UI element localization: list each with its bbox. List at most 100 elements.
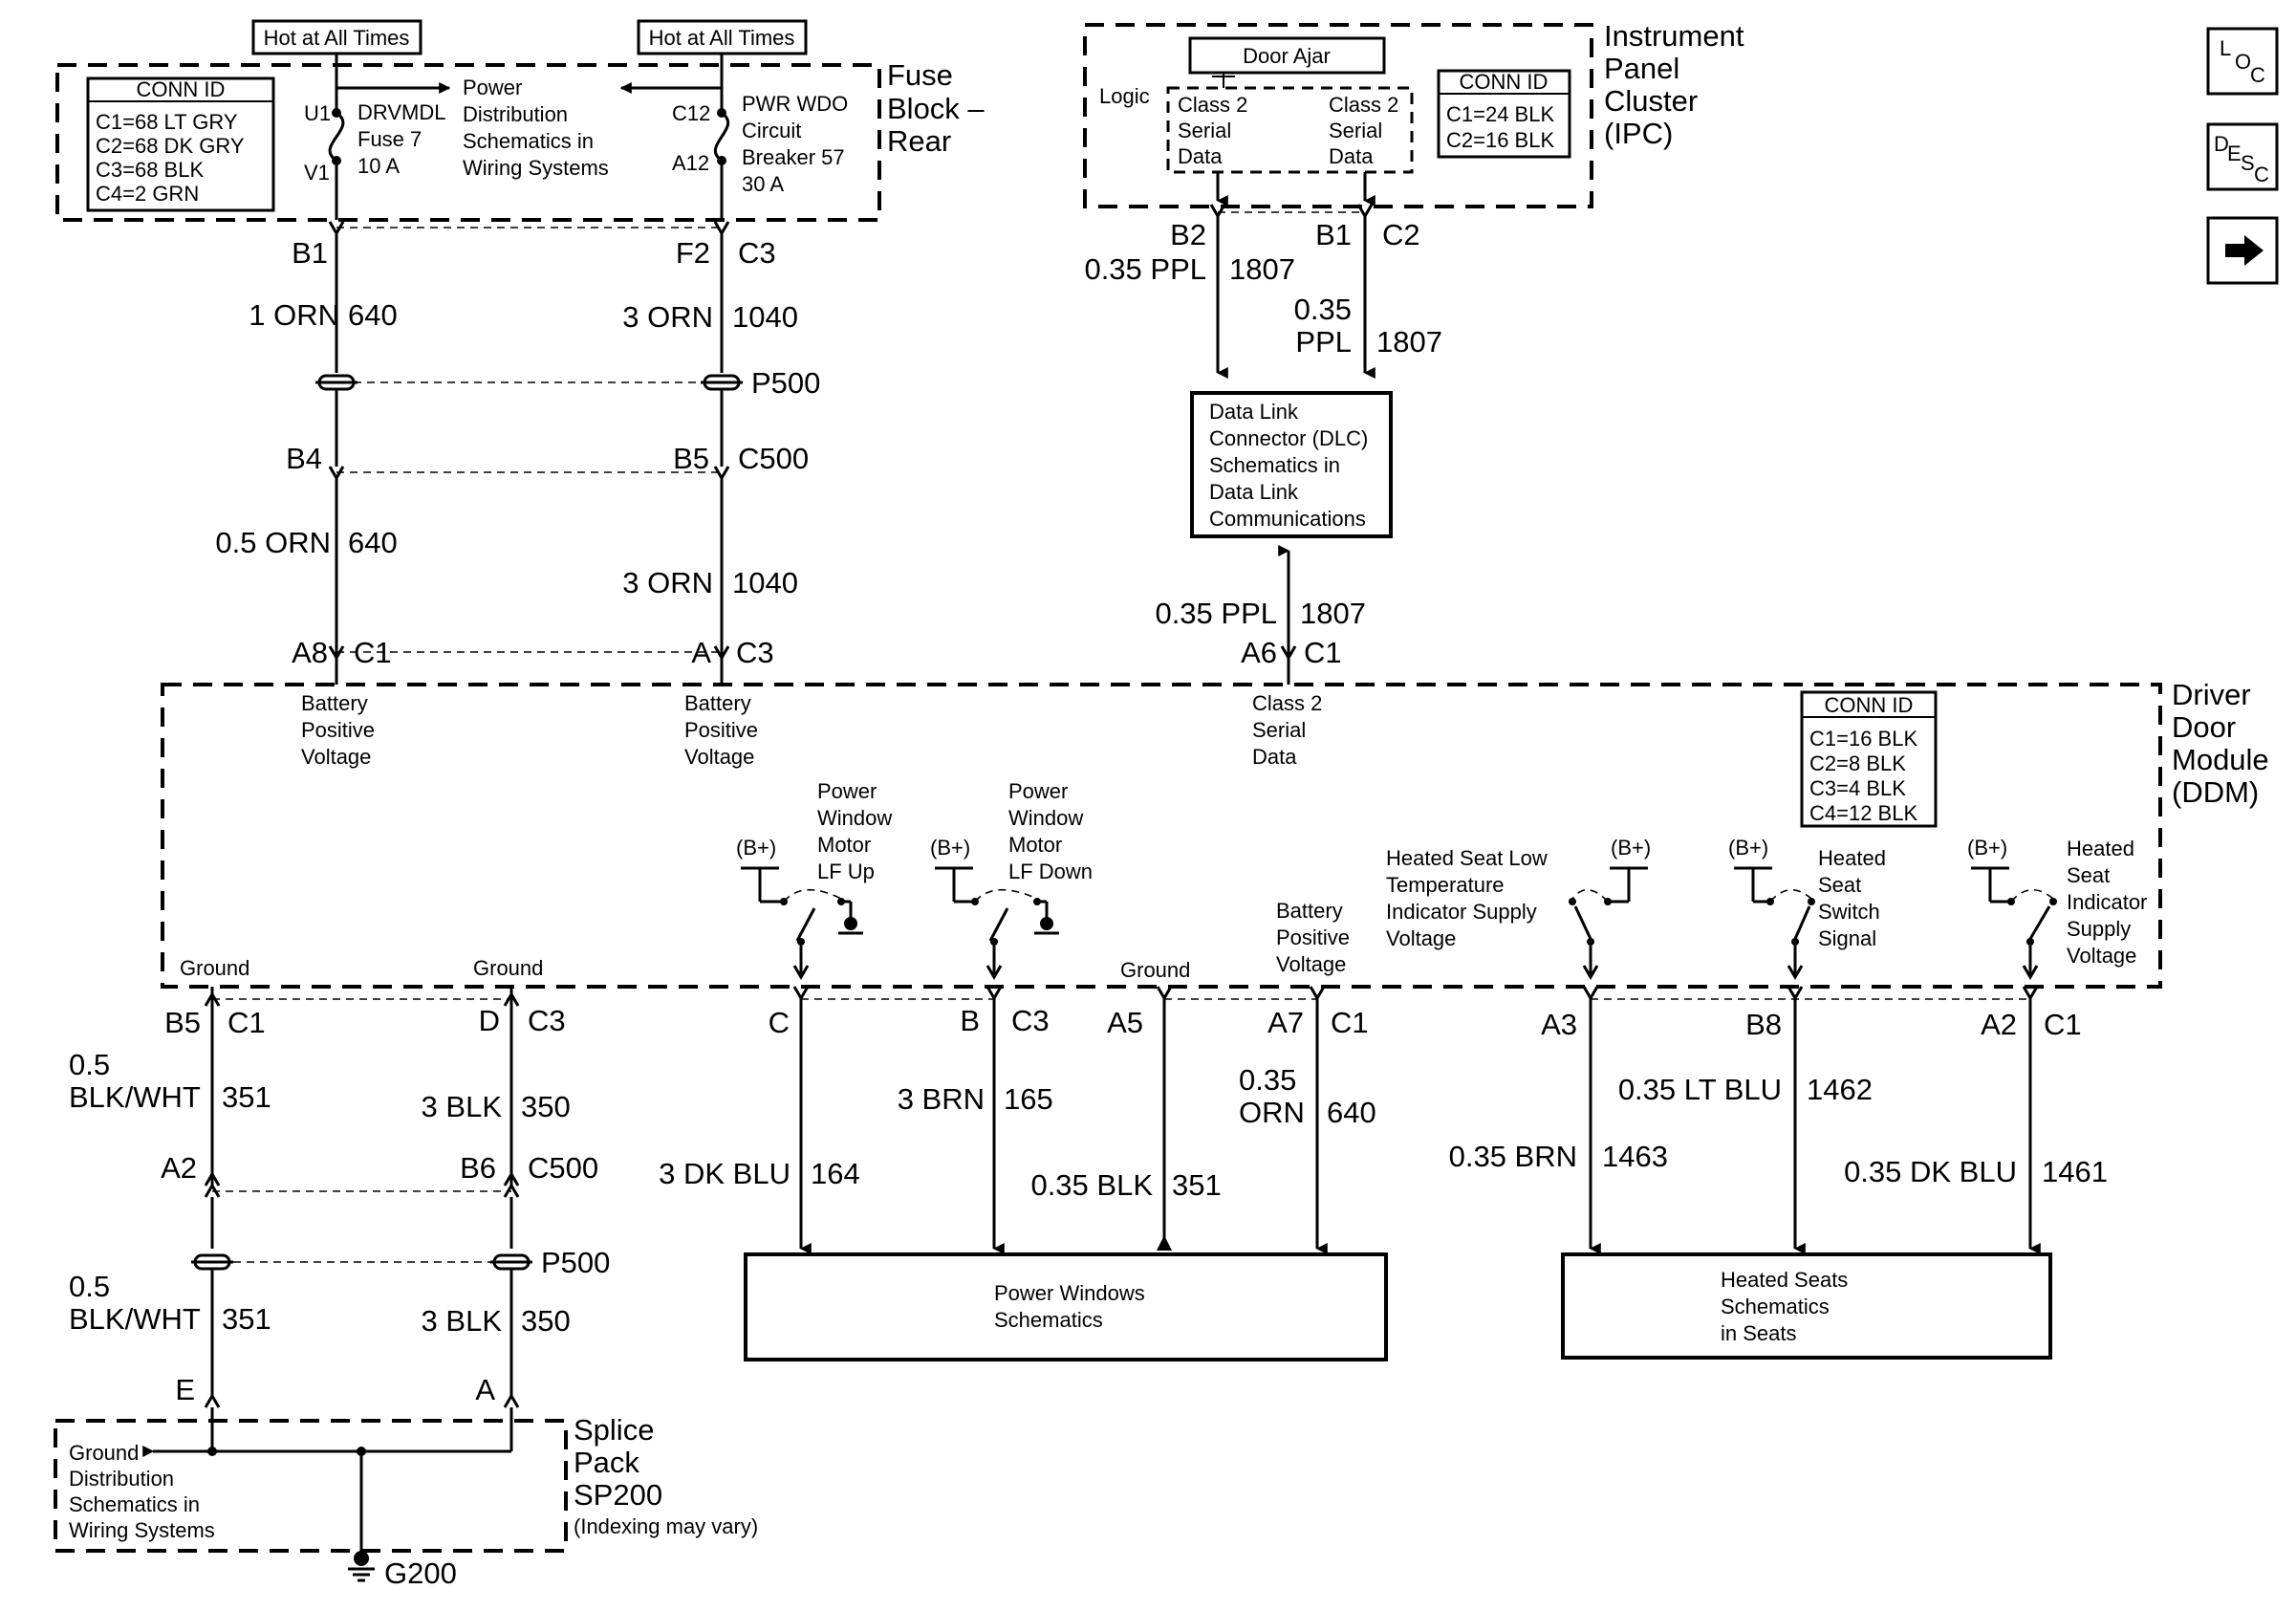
svg-text:10 A: 10 A bbox=[357, 154, 400, 178]
svg-text:CONN ID: CONN ID bbox=[137, 77, 226, 101]
svg-text:0.35 LT BLU: 0.35 LT BLU bbox=[1618, 1073, 1782, 1106]
hot-tag-right: Hot at All Times bbox=[637, 19, 808, 65]
svg-text:L: L bbox=[2220, 36, 2231, 60]
svg-text:C3: C3 bbox=[1011, 1004, 1050, 1037]
svg-text:Schematics in: Schematics in bbox=[1209, 453, 1340, 477]
svg-text:DRVMDL: DRVMDL bbox=[357, 100, 446, 124]
svg-text:3 DK BLU: 3 DK BLU bbox=[659, 1157, 791, 1190]
svg-text:C1: C1 bbox=[1331, 1006, 1369, 1039]
svg-text:Battery: Battery bbox=[1276, 899, 1343, 923]
svg-text:0.5: 0.5 bbox=[69, 1048, 110, 1081]
svg-text:Ground: Ground bbox=[473, 956, 543, 980]
circuit-164: C 3 DK BLU 164 bbox=[659, 986, 860, 1254]
svg-text:C500: C500 bbox=[528, 1151, 598, 1185]
splice-pack-sp200: Splice Pack SP200 (Indexing may vary) Gr… bbox=[54, 1407, 758, 1553]
svg-text:Class 2: Class 2 bbox=[1329, 93, 1398, 117]
svg-text:P500: P500 bbox=[541, 1246, 610, 1279]
heated-seat-indicator-switch: Heated Seat Indicator Supply Voltage (B+… bbox=[1967, 836, 2147, 980]
svg-text:Module: Module bbox=[2172, 743, 2269, 776]
svg-text:Voltage: Voltage bbox=[301, 745, 371, 769]
svg-text:C3=68 BLK: C3=68 BLK bbox=[96, 158, 204, 182]
svg-text:B1: B1 bbox=[292, 236, 328, 270]
svg-text:Positive: Positive bbox=[684, 718, 758, 742]
svg-text:30 A: 30 A bbox=[742, 172, 784, 196]
svg-text:1807: 1807 bbox=[1376, 325, 1442, 359]
svg-text:Serial: Serial bbox=[1329, 119, 1382, 142]
svg-text:Block –: Block – bbox=[887, 92, 985, 125]
svg-text:Heated: Heated bbox=[1818, 846, 1886, 870]
svg-text:C1=68 LT GRY: C1=68 LT GRY bbox=[96, 110, 238, 134]
svg-text:Heated Seat Low: Heated Seat Low bbox=[1386, 846, 1548, 870]
svg-text:C1=24 BLK: C1=24 BLK bbox=[1446, 102, 1554, 126]
svg-text:3 BLK: 3 BLK bbox=[422, 1090, 503, 1123]
svg-text:1807: 1807 bbox=[1300, 597, 1366, 630]
svg-text:Battery: Battery bbox=[301, 691, 368, 715]
svg-text:(B+): (B+) bbox=[1728, 836, 1768, 860]
svg-text:(B+): (B+) bbox=[1967, 836, 2007, 860]
svg-text:C1: C1 bbox=[2044, 1008, 2082, 1041]
svg-text:Serial: Serial bbox=[1178, 119, 1231, 142]
svg-text:0.35 PPL: 0.35 PPL bbox=[1155, 597, 1277, 630]
heated-seat-low-temp-switch: Heated Seat Low Temperature Indicator Su… bbox=[1386, 836, 1651, 980]
svg-text:Data: Data bbox=[1178, 144, 1223, 168]
svg-text:V1: V1 bbox=[304, 161, 330, 185]
svg-text:(Indexing may vary): (Indexing may vary) bbox=[574, 1514, 758, 1538]
svg-text:Voltage: Voltage bbox=[2067, 944, 2136, 968]
svg-text:E: E bbox=[175, 1373, 195, 1406]
svg-text:A: A bbox=[475, 1373, 495, 1406]
svg-text:C1: C1 bbox=[354, 636, 392, 669]
svg-text:CONN ID: CONN ID bbox=[1825, 693, 1914, 717]
svg-text:A5: A5 bbox=[1107, 1006, 1143, 1039]
svg-text:351: 351 bbox=[222, 1080, 271, 1114]
svg-text:Driver: Driver bbox=[2172, 678, 2251, 711]
svg-text:(DDM): (DDM) bbox=[2172, 775, 2259, 809]
svg-text:C2=16 BLK: C2=16 BLK bbox=[1446, 128, 1554, 152]
svg-text:(B+): (B+) bbox=[736, 836, 776, 860]
svg-text:B5: B5 bbox=[164, 1006, 201, 1039]
svg-text:Seat: Seat bbox=[2067, 863, 2110, 887]
svg-text:Distribution: Distribution bbox=[463, 102, 568, 126]
svg-text:LF Down: LF Down bbox=[1008, 860, 1093, 883]
svg-text:C: C bbox=[2254, 163, 2269, 186]
svg-text:Signal: Signal bbox=[1818, 926, 1876, 950]
svg-text:Data: Data bbox=[1329, 144, 1374, 168]
svg-text:ORN: ORN bbox=[1239, 1096, 1305, 1129]
svg-text:A2: A2 bbox=[1981, 1008, 2017, 1041]
svg-text:Wiring Systems: Wiring Systems bbox=[69, 1518, 215, 1542]
svg-text:A3: A3 bbox=[1541, 1008, 1577, 1041]
svg-text:Rear: Rear bbox=[887, 124, 951, 158]
svg-text:Indicator Supply: Indicator Supply bbox=[1386, 900, 1537, 924]
circuit-1807-ddm: 0.35 PPL 1807 A6 C1 bbox=[1155, 545, 1366, 685]
svg-text:0.5 ORN: 0.5 ORN bbox=[215, 526, 331, 559]
svg-text:O: O bbox=[2235, 50, 2251, 74]
svg-text:1 ORN: 1 ORN bbox=[249, 298, 339, 332]
svg-text:A12: A12 bbox=[672, 151, 709, 175]
svg-text:640: 640 bbox=[348, 526, 398, 559]
svg-text:Class 2: Class 2 bbox=[1178, 93, 1247, 117]
circuit-1462: B8 0.35 LT BLU 1462 bbox=[1618, 986, 1873, 1254]
svg-text:Fuse 7: Fuse 7 bbox=[357, 127, 422, 151]
svg-text:C2=68 DK GRY: C2=68 DK GRY bbox=[96, 134, 245, 158]
description-button[interactable]: D E S C bbox=[2206, 122, 2279, 191]
svg-text:3 ORN: 3 ORN bbox=[622, 566, 713, 599]
svg-text:C2: C2 bbox=[1382, 218, 1420, 251]
svg-text:B4: B4 bbox=[286, 442, 322, 475]
svg-text:Heated Seats: Heated Seats bbox=[1721, 1268, 1848, 1292]
conn-id-fuse-block: CONN ID C1=68 LT GRY C2=68 DK GRY C3=68 … bbox=[86, 76, 275, 212]
svg-text:Data: Data bbox=[1252, 745, 1297, 769]
circuit-1807-ipc: B2 0.35 PPL 1807 B1 C2 0.35 PPL 1807 bbox=[1084, 204, 1442, 379]
next-page-button[interactable] bbox=[2206, 216, 2279, 285]
svg-text:E: E bbox=[2227, 142, 2242, 165]
svg-text:0.35 DK BLU: 0.35 DK BLU bbox=[1844, 1155, 2017, 1188]
svg-text:1463: 1463 bbox=[1602, 1140, 1668, 1173]
svg-text:B6: B6 bbox=[460, 1151, 496, 1185]
location-button[interactable]: L O C bbox=[2206, 27, 2279, 96]
svg-text:Logic: Logic bbox=[1099, 84, 1150, 108]
conn-id-ddm: CONN ID C1=16 BLK C2=8 BLK C3=4 BLK C4=1… bbox=[1800, 690, 1938, 828]
svg-text:BLK/WHT: BLK/WHT bbox=[69, 1302, 201, 1336]
svg-text:C4=12 BLK: C4=12 BLK bbox=[1809, 801, 1917, 825]
svg-text:Wiring Systems: Wiring Systems bbox=[463, 156, 609, 180]
svg-text:0.5: 0.5 bbox=[69, 1270, 110, 1303]
svg-text:3 BRN: 3 BRN bbox=[898, 1082, 985, 1116]
instrument-panel-cluster: Instrument Panel Cluster (IPC) Door Ajar… bbox=[1083, 19, 1744, 208]
